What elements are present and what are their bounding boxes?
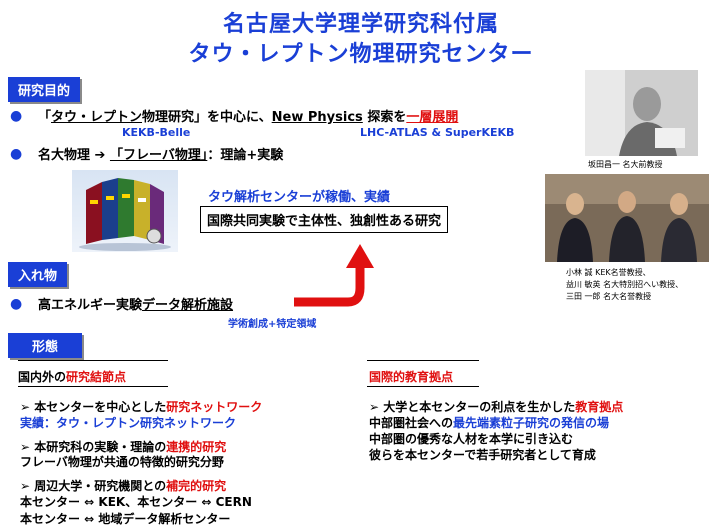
left-p2-line2: フレーバ物理が共通の特徴的研究分野 xyxy=(20,455,224,469)
intl-box: 国際共同実験で主体性、独創性ある研究 xyxy=(200,206,449,233)
books-image xyxy=(72,170,178,252)
form-tag: 形態 xyxy=(8,333,83,358)
right-p3: 中部圏の優秀な人材を本学に引き込む xyxy=(369,432,574,446)
bullet-icon: ● xyxy=(10,108,23,124)
purpose-item2: 名大物理 ➔ 「フレーバ物理」：理論+実験 xyxy=(38,148,284,163)
center-active: タウ解析センターが稼働、実績 xyxy=(208,190,391,205)
title-line1: 名古屋大学理学研究科付属 xyxy=(222,12,499,37)
bullet-icon: ● xyxy=(10,146,23,162)
right-p4: 彼らを本センターで若手研究者として育成 xyxy=(369,448,596,462)
input-item: 高エネルギー実験データ解析施設 xyxy=(38,298,234,313)
title-line2: タウ・レプトン物理研究センター xyxy=(188,42,534,67)
left-p2: ➢ 本研究科の実験・理論の連携的研究 xyxy=(20,440,227,454)
photo1-caption: 坂田昌一 名大前教授 xyxy=(588,160,663,169)
bullet-icon: ● xyxy=(10,296,23,312)
left-col-rule xyxy=(18,360,168,361)
red-arrow-icon xyxy=(294,244,374,307)
photo2-caption-2: 益川 敏英 名大特別招へい教授、 xyxy=(566,280,684,289)
photo2-caption-3: 三田 一郎 名大名誉教授 xyxy=(566,292,652,301)
right-col-rule xyxy=(367,386,479,387)
input-sub: 学術創成+特定領域 xyxy=(228,319,317,330)
sub-lhc: LHC-ATLAS & SuperKEKB xyxy=(360,126,515,139)
right-p2: 中部圏社会への最先端素粒子研究の発信の場 xyxy=(369,416,610,430)
right-p1: ➢ 大学と本センターの利点を生かした教育拠点 xyxy=(369,400,624,414)
left-p3-line2: 本センター ⇔ KEK、本センター ⇔ CERN xyxy=(20,495,252,509)
right-col-head: 国際的教育拠点 xyxy=(369,370,454,384)
purpose-item1: 「タウ・レプトン物理研究」を中心に、New Physics 探索を一層展開 xyxy=(38,110,459,125)
input-tag: 入れ物 xyxy=(8,262,68,287)
left-col-head: 国内外の研究結節点 xyxy=(18,370,127,384)
sub-kekb: KEKB-Belle xyxy=(122,126,191,139)
left-p1: ➢ 本センターを中心とした研究ネットワーク xyxy=(20,400,263,414)
left-p3-line3: 本センター ⇔ 地域データ解析センター xyxy=(20,512,231,526)
left-p1-line2: 実績：タウ・レプトン研究ネットワーク xyxy=(20,416,237,430)
right-col-rule xyxy=(367,360,479,361)
photo-three-professors xyxy=(545,174,709,262)
left-col-rule xyxy=(18,386,168,387)
photo-sakata xyxy=(585,70,698,156)
purpose-tag: 研究目的 xyxy=(8,77,81,102)
left-p3: ➢ 周辺大学・研究機関との補完的研究 xyxy=(20,479,227,493)
photo2-caption-1: 小林 誠 KEK名誉教授、 xyxy=(566,268,651,277)
